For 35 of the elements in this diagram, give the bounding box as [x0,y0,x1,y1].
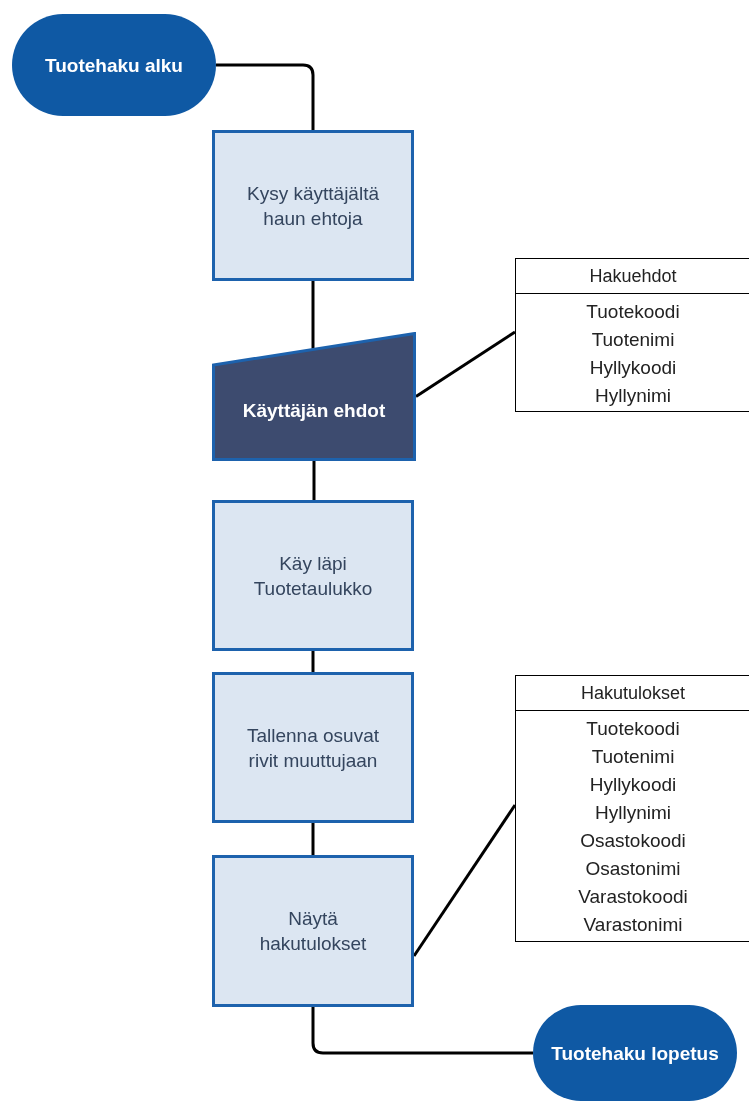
node-label: Tuotehaku lopetus [551,1041,719,1065]
connector-line [311,651,315,672]
field-name: Hyllynimi [595,801,671,825]
field-name: Hyllykoodi [589,773,677,797]
connector-line [312,461,316,500]
node-label: Käyttäjän ehdot [242,398,386,423]
process-box [212,130,414,281]
field-name: Tuotenimi [591,745,675,769]
field-name: Tuotekoodi [586,717,680,741]
field-name: Tuotenimi [591,328,675,352]
connector-line [412,804,517,957]
process-box [212,855,414,1007]
field-name: Varastonimi [583,913,683,937]
node-label: Käy läpi Tuotetaulukko [252,551,374,601]
connector-line [311,1007,533,1055]
data-table [515,258,749,412]
table-header: Hakutulokset [516,676,749,711]
data-table [515,675,749,942]
node-label: Näytä hakutulokset [258,907,368,956]
field-name: Tuotekoodi [586,300,680,324]
connector-line [311,281,315,349]
field-name: Varastokoodi [578,885,688,909]
field-name: Osastokoodi [580,829,686,853]
node-label: Kysy käyttäjältä haun ehtoja [246,181,380,231]
node-label: Tuotehaku alku [45,53,183,77]
field-name: Osastonimi [585,857,681,881]
process-box [212,672,414,823]
process-box [212,500,414,651]
connector-line [415,330,516,398]
connector-line [216,63,315,130]
connector-line [311,823,315,855]
field-name: Hyllykoodi [589,356,677,380]
table-header: Hakuehdot [516,259,749,294]
node-label: Tallenna osuvat rivit muuttujaan [245,723,380,773]
field-name: Hyllynimi [595,384,671,408]
